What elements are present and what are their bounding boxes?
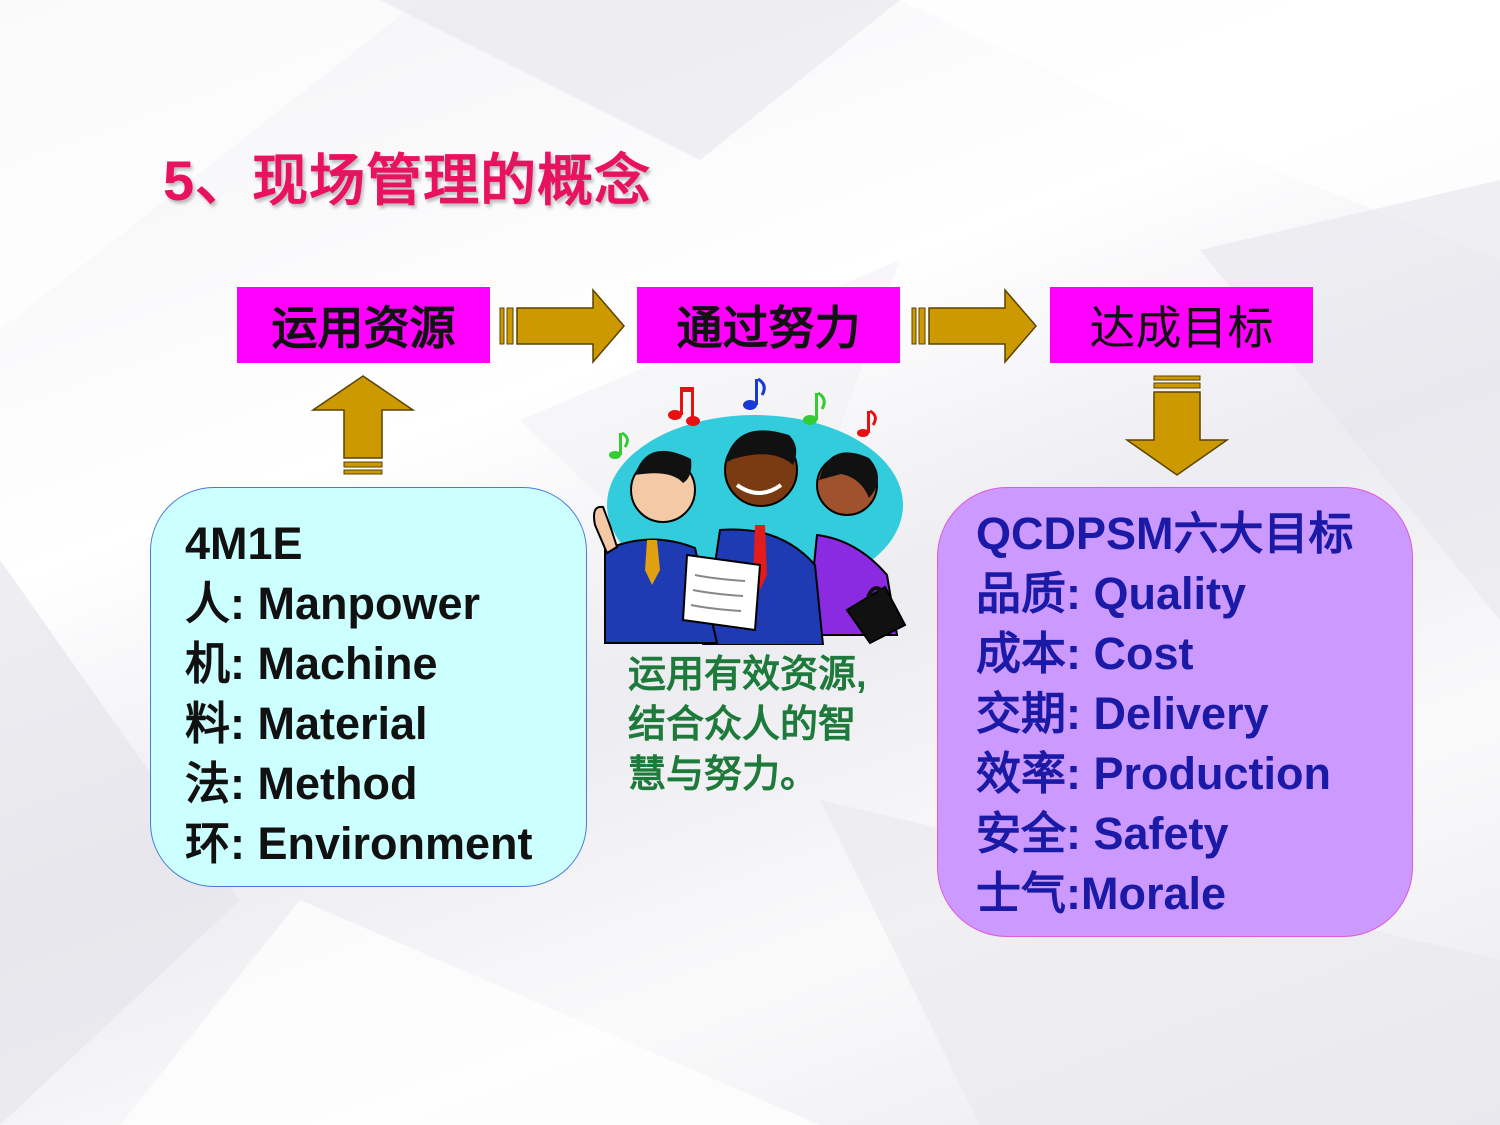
flow-step-through-effort: 通过努力 — [637, 287, 900, 363]
flow-step-use-resources: 运用资源 — [237, 287, 490, 363]
panel-item: 法: Method — [185, 758, 418, 809]
music-note-icon — [803, 391, 826, 425]
music-note-icon — [857, 409, 877, 437]
arrow-right-icon — [911, 288, 1037, 364]
panel-item: 士气:Morale — [976, 868, 1227, 919]
flow-step-achieve-goals: 达成目标 — [1050, 287, 1313, 363]
panel-item: 环: Environment — [185, 818, 533, 869]
arrow-down-icon — [1124, 375, 1230, 476]
panel-qcdpsm: QCDPSM六大目标 品质: Quality 成本: Cost 交期: Deli… — [937, 487, 1413, 937]
panel-item: 安全: Safety — [976, 808, 1229, 859]
caption-text: 运用有效资源, 结合众人的智 慧与努力。 — [628, 650, 898, 800]
panel-item: 效率: Production — [976, 748, 1331, 799]
panel-item: 成本: Cost — [976, 628, 1194, 679]
music-note-icon — [609, 431, 629, 459]
panel-item: 机: Machine — [185, 638, 438, 689]
panel-4m1e: 4M1E 人: Manpower 机: Machine 料: Material … — [150, 487, 587, 887]
panel-item: 人: Manpower — [185, 578, 481, 629]
panel-heading: 4M1E — [185, 518, 303, 569]
caption-line: 运用有效资源, — [628, 654, 867, 696]
singing-people-illustration — [593, 377, 907, 645]
panel-heading: QCDPSM六大目标 — [976, 508, 1354, 559]
panel-item: 料: Material — [185, 698, 428, 749]
page-title: 5、现场管理的概念 — [163, 149, 652, 212]
music-note-icon — [743, 377, 766, 410]
caption-line: 结合众人的智 — [628, 704, 857, 746]
panel-item: 品质: Quality — [976, 568, 1247, 619]
music-note-icon — [668, 387, 700, 426]
caption-line: 慧与努力。 — [628, 754, 819, 796]
arrow-right-icon — [499, 288, 625, 364]
arrow-up-icon — [310, 375, 416, 475]
panel-item: 交期: Delivery — [976, 688, 1269, 739]
